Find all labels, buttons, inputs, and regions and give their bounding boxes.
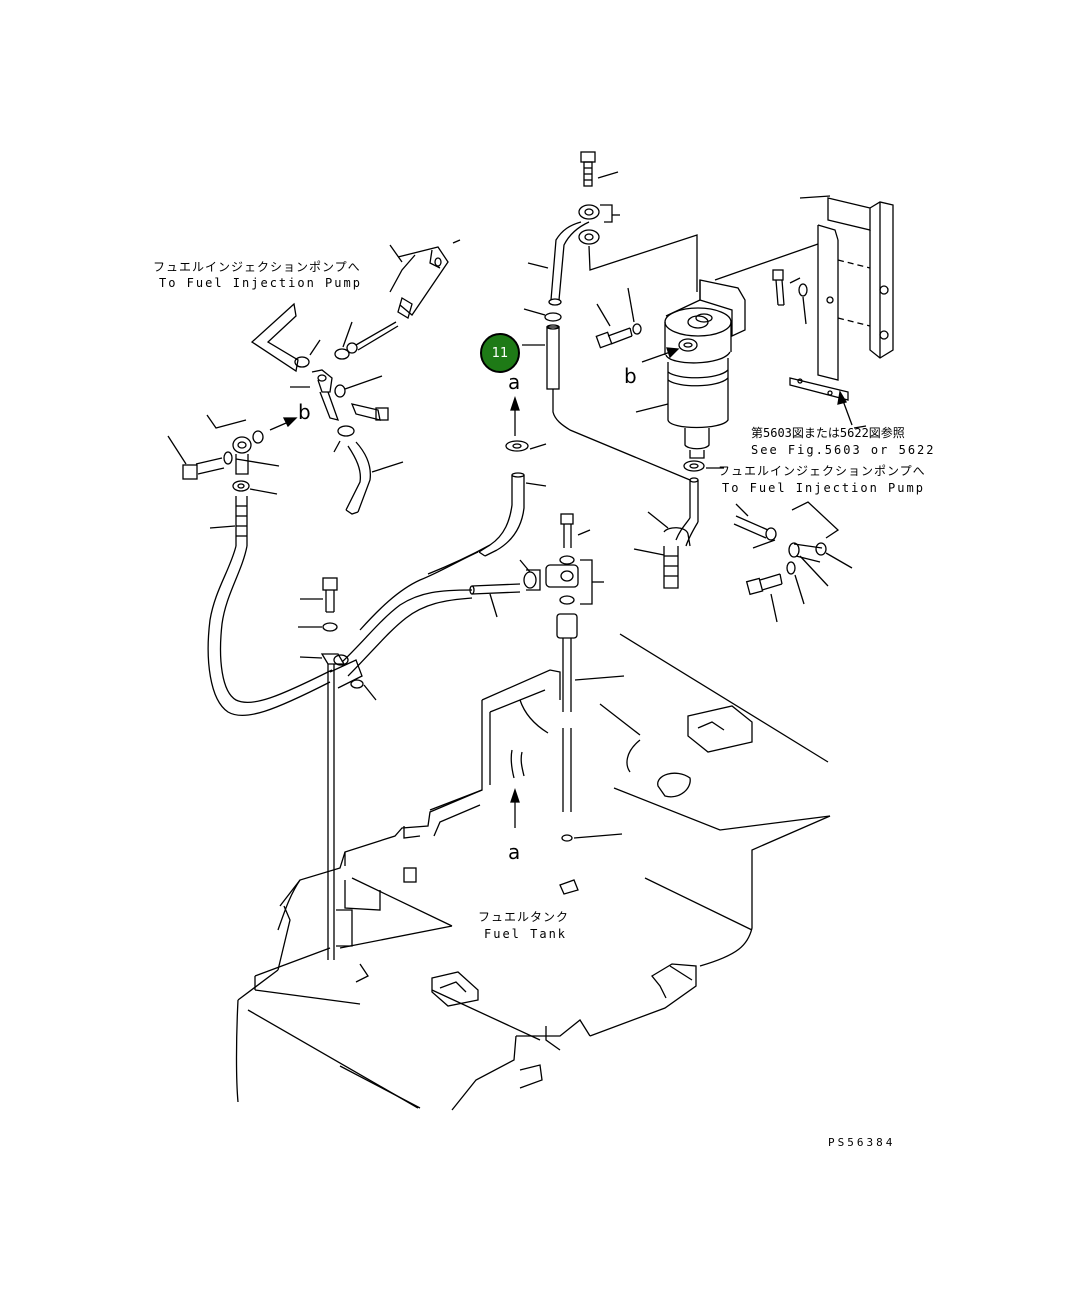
hose-segment-11 xyxy=(522,324,691,481)
left-banjo xyxy=(167,414,280,495)
arrow-b-right xyxy=(641,347,680,363)
arrow-a-top xyxy=(510,395,520,436)
label-see-fig-jp: 第5603図または5622図参照 xyxy=(751,426,905,440)
label-fuel-tank-en: Fuel Tank xyxy=(484,927,568,941)
label-fuel-tank-jp: フュエルタンク xyxy=(478,910,570,924)
drawing-number: PS56384 xyxy=(828,1136,896,1149)
bent-hose-center xyxy=(478,472,547,557)
fuel-filter xyxy=(635,279,746,459)
hose-left-loop xyxy=(207,496,333,717)
hose-clamp-center xyxy=(505,440,547,452)
center-junction xyxy=(469,513,604,618)
arrow-a-bottom xyxy=(510,749,525,828)
letter-a-top: a xyxy=(508,370,521,394)
top-bolt xyxy=(580,151,619,187)
callout-11[interactable]: 11 xyxy=(480,333,520,373)
left-pump-bracket xyxy=(346,239,461,354)
left-fittings xyxy=(290,321,389,453)
hose-left-upper xyxy=(345,441,404,515)
filter-bolt xyxy=(595,287,642,349)
left-bolt-vertical xyxy=(298,577,377,960)
label-to-pump-left-jp: フュエルインジェクションポンプへ xyxy=(153,260,361,274)
label-see-fig-en: See Fig.5603 or 5622 xyxy=(751,443,936,457)
arrow-to-pump-left xyxy=(250,302,299,373)
banjo-fitting-top xyxy=(527,204,620,306)
letter-a-bottom: a xyxy=(508,840,521,864)
hose-right xyxy=(633,477,699,589)
letter-b-left: b xyxy=(298,400,311,424)
label-to-pump-right-jp: フュエルインジェクションポンプへ xyxy=(718,464,926,478)
arrow-see-fig xyxy=(837,390,853,426)
label-to-pump-right-en: To Fuel Injection Pump xyxy=(722,481,925,495)
leader-bracket xyxy=(588,234,698,292)
vertical-tube-center xyxy=(556,613,625,895)
right-fittings xyxy=(733,503,853,623)
arrow-b-left xyxy=(269,417,298,431)
leader-right-pump xyxy=(791,501,840,539)
washer-top xyxy=(523,308,562,322)
bracket-bolt xyxy=(772,269,808,325)
letter-b-right: b xyxy=(624,364,637,388)
hose-main xyxy=(341,544,491,677)
clamp-right xyxy=(683,460,724,472)
leader-see-fig xyxy=(853,425,867,429)
mounting-bracket xyxy=(714,195,894,401)
fuel-tank xyxy=(235,633,831,1111)
label-to-pump-left-en: To Fuel Injection Pump xyxy=(159,276,362,290)
